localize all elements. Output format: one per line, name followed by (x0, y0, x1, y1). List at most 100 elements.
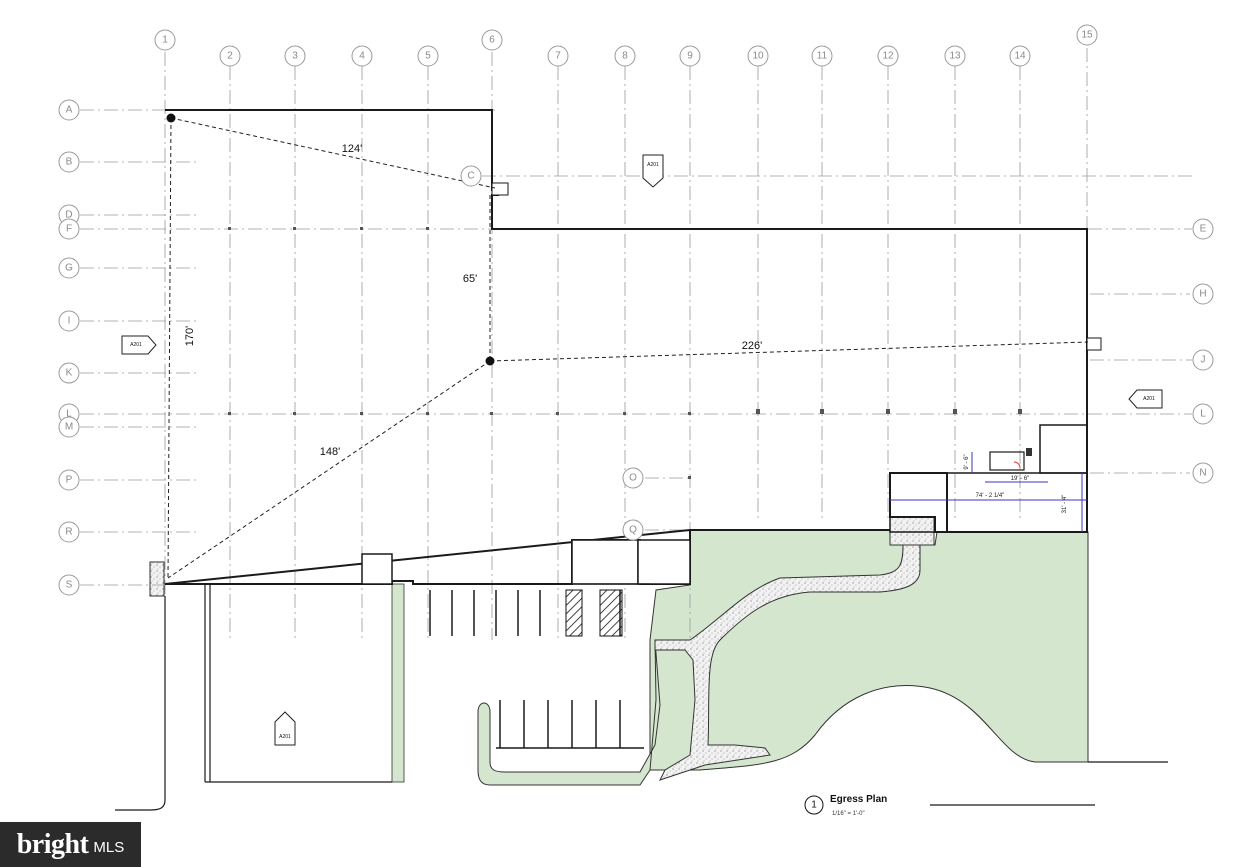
svg-text:2: 2 (227, 51, 233, 62)
grid-bubble-7: 7 (547, 45, 569, 67)
svg-text:10: 10 (752, 51, 764, 62)
dim-226: 226' (742, 340, 762, 352)
grid-bubble-R: R (58, 521, 80, 543)
dim-124: 124' (342, 143, 362, 155)
logo-word: bright (16, 828, 89, 860)
grid-bubble-B: B (58, 151, 80, 173)
svg-text:M: M (65, 422, 73, 433)
grid-bubble-H: H (1192, 283, 1214, 305)
grid-bubble-3: 3 (284, 45, 306, 67)
grid-bubble-12: 12 (877, 45, 899, 67)
landscape-east (649, 529, 1089, 771)
grid-bubble-11: 11 (811, 45, 833, 67)
site-lines (115, 583, 1168, 811)
parking-stalls (429, 590, 644, 749)
grid-bubble-15: 15 (1076, 24, 1098, 46)
svg-text:O: O (629, 473, 637, 484)
svg-text:A201: A201 (647, 162, 659, 168)
egress-start-point (166, 113, 176, 123)
office-dimension-lines (890, 452, 1087, 532)
grid-bubble-8: 8 (614, 45, 636, 67)
walkway-curve (654, 544, 921, 781)
j-stair (1086, 337, 1102, 351)
section-tag-right: A201 (1128, 389, 1163, 409)
c-stair (491, 182, 509, 196)
svg-text:N: N (1199, 468, 1206, 479)
svg-text:L: L (1200, 409, 1206, 420)
svg-text:7: 7 (555, 51, 561, 62)
grid-bubble-N: N (1192, 462, 1214, 484)
hatched-stall-2 (599, 589, 623, 637)
walkway-pad (889, 516, 935, 546)
grid-bubble-4: 4 (351, 45, 373, 67)
grid-bubble-C: C (460, 165, 482, 187)
stair-pad-west (149, 561, 165, 597)
dim-office-total: 74' - 2 1/4" (976, 493, 1005, 499)
landscape-strip-west (391, 583, 405, 783)
hatched-stall-1 (565, 589, 583, 637)
svg-text:H: H (1199, 289, 1206, 300)
svg-text:14: 14 (1014, 51, 1026, 62)
grid-bubble-I: I (58, 310, 80, 332)
svg-text:Q: Q (629, 525, 637, 536)
office-room (989, 451, 1025, 471)
svg-text:A: A (66, 105, 73, 116)
dimension-labels: 124' 170' 65' 226' 148' 19' - 6" 74' - 2… (184, 143, 1068, 513)
grid-bubble-1: 1 (154, 29, 176, 51)
svg-text:A201: A201 (279, 734, 291, 740)
svg-text:G: G (65, 263, 73, 274)
svg-text:R: R (65, 527, 72, 538)
svg-text:1: 1 (162, 35, 168, 46)
svg-text:15: 15 (1081, 30, 1093, 41)
svg-text:12: 12 (882, 51, 894, 62)
grid-bubble-J: J (1192, 349, 1214, 371)
vestibule (361, 553, 393, 585)
grid-bubble-K: K (58, 362, 80, 384)
section-tags: A201 A201 A201 A201 (121, 154, 1163, 746)
svg-text:L: L (66, 409, 72, 420)
drawing-scale: 1/16" = 1'-0" (832, 811, 865, 817)
svg-text:S: S (66, 580, 73, 591)
svg-text:4: 4 (359, 51, 365, 62)
svg-text:11: 11 (817, 51, 828, 62)
svg-text:F: F (66, 224, 72, 235)
svg-text:9: 9 (687, 51, 693, 62)
dim-office-depth: 31' - 4" (1062, 495, 1068, 514)
grid-bubble-13: 13 (944, 45, 966, 67)
grid-bubble-M: M (58, 416, 80, 438)
building-walls (164, 109, 1102, 585)
grid-bubble-6: 6 (481, 29, 503, 51)
svg-text:C: C (467, 171, 474, 182)
svg-text:6: 6 (489, 35, 495, 46)
egress-paths (167, 117, 1089, 579)
svg-text:B: B (66, 157, 73, 168)
grid-bubble-P: P (58, 469, 80, 491)
grid-bubble-9: 9 (679, 45, 701, 67)
grid-bubble-Q: Q (622, 519, 644, 541)
drawing-number: 1 (811, 800, 817, 811)
dock-building-2 (637, 539, 691, 585)
grid-bubble-L-right: L (1192, 403, 1214, 425)
brightmls-logo: bright MLS (0, 822, 141, 867)
svg-text:8: 8 (622, 51, 628, 62)
dim-office-small: 9' - 6" (964, 454, 970, 469)
logo-mls: MLS (93, 839, 125, 856)
landscape-parking-island (477, 639, 661, 786)
egress-turn-point (485, 356, 495, 366)
grid-bubble-2: 2 (219, 45, 241, 67)
dock-building (571, 539, 639, 585)
section-tag-left: A201 (121, 335, 157, 355)
dim-65: 65' (463, 273, 477, 285)
svg-text:A201: A201 (1143, 396, 1155, 402)
section-tag-bottom: A201 (274, 711, 296, 746)
dim-170: 170' (184, 326, 196, 346)
svg-text:D: D (65, 210, 72, 221)
grid-bubble-O: O (622, 467, 644, 489)
svg-text:P: P (66, 475, 73, 486)
svg-text:A201: A201 (130, 342, 142, 348)
grid-bubble-G: G (58, 257, 80, 279)
office-core (1039, 424, 1088, 474)
grid-bubble-14: 14 (1009, 45, 1031, 67)
svg-text:3: 3 (292, 51, 298, 62)
